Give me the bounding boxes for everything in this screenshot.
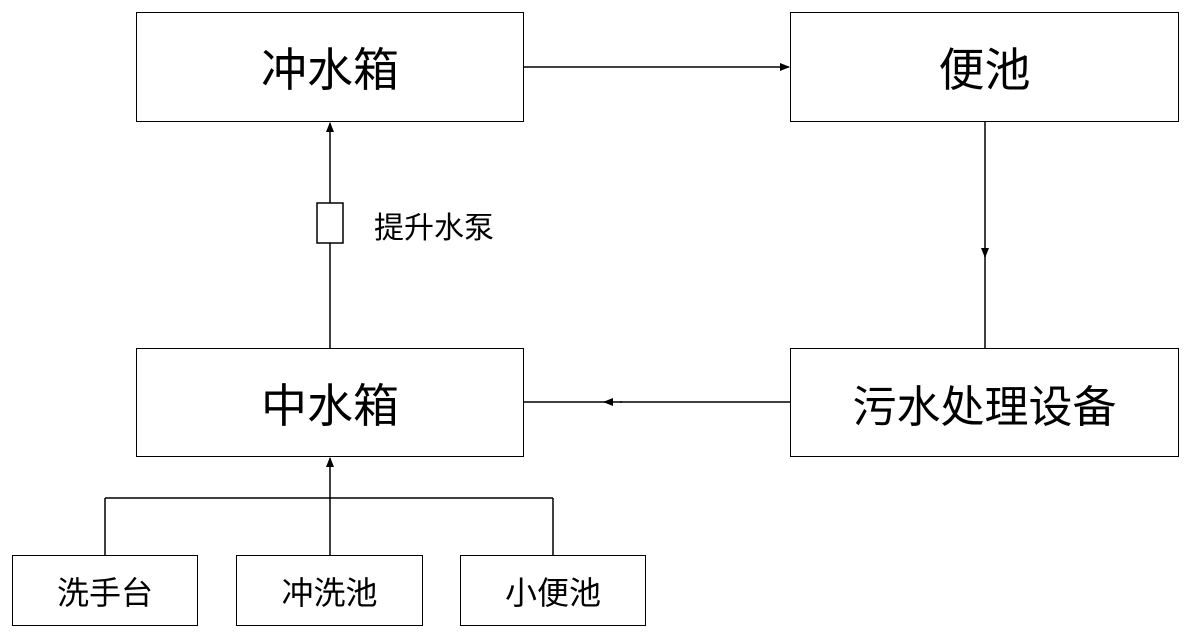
flush-sink-label: 冲洗池	[281, 573, 378, 612]
pump-label: 提升水泵	[374, 211, 494, 246]
reclaimed-water-tank-label: 中水箱	[261, 378, 399, 433]
washbasin-label: 洗手台	[56, 573, 153, 612]
flush-tank-label: 冲水箱	[261, 43, 399, 97]
toilet-pool-label: 便池	[938, 43, 1031, 97]
reclaimed-water-tank-box: 中水箱	[136, 348, 524, 457]
pump-symbol	[316, 202, 344, 244]
toilet-pool-box: 便池	[790, 12, 1179, 122]
flush-tank-box: 冲水箱	[136, 12, 524, 122]
sewage-treatment-box: 污水处理设备	[790, 348, 1179, 457]
sewage-treatment-label: 污水处理设备	[852, 381, 1117, 433]
urinal-label: 小便池	[504, 573, 601, 612]
flush-sink-box: 冲洗池	[236, 555, 423, 626]
washbasin-box: 洗手台	[12, 555, 198, 626]
urinal-box: 小便池	[460, 555, 646, 626]
